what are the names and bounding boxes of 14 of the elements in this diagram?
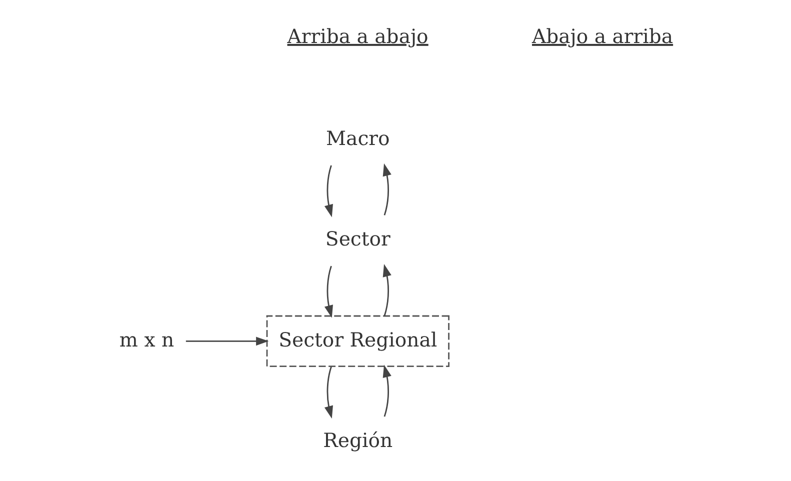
node-text: Macro — [326, 126, 390, 150]
arrow — [382, 364, 391, 417]
label: Arriba a abajo — [286, 24, 428, 48]
node-text: m x n — [118, 328, 174, 352]
arrow — [382, 163, 391, 216]
node-text: Sector — [324, 228, 390, 251]
node-text: Región — [322, 429, 392, 452]
node-box: Sector Regional — [266, 315, 449, 368]
arrow — [324, 266, 332, 318]
arrow — [324, 366, 332, 419]
arrow — [324, 165, 332, 218]
arrow — [185, 336, 268, 346]
label: Abajo a arriba — [531, 24, 673, 48]
arrow — [382, 264, 391, 316]
